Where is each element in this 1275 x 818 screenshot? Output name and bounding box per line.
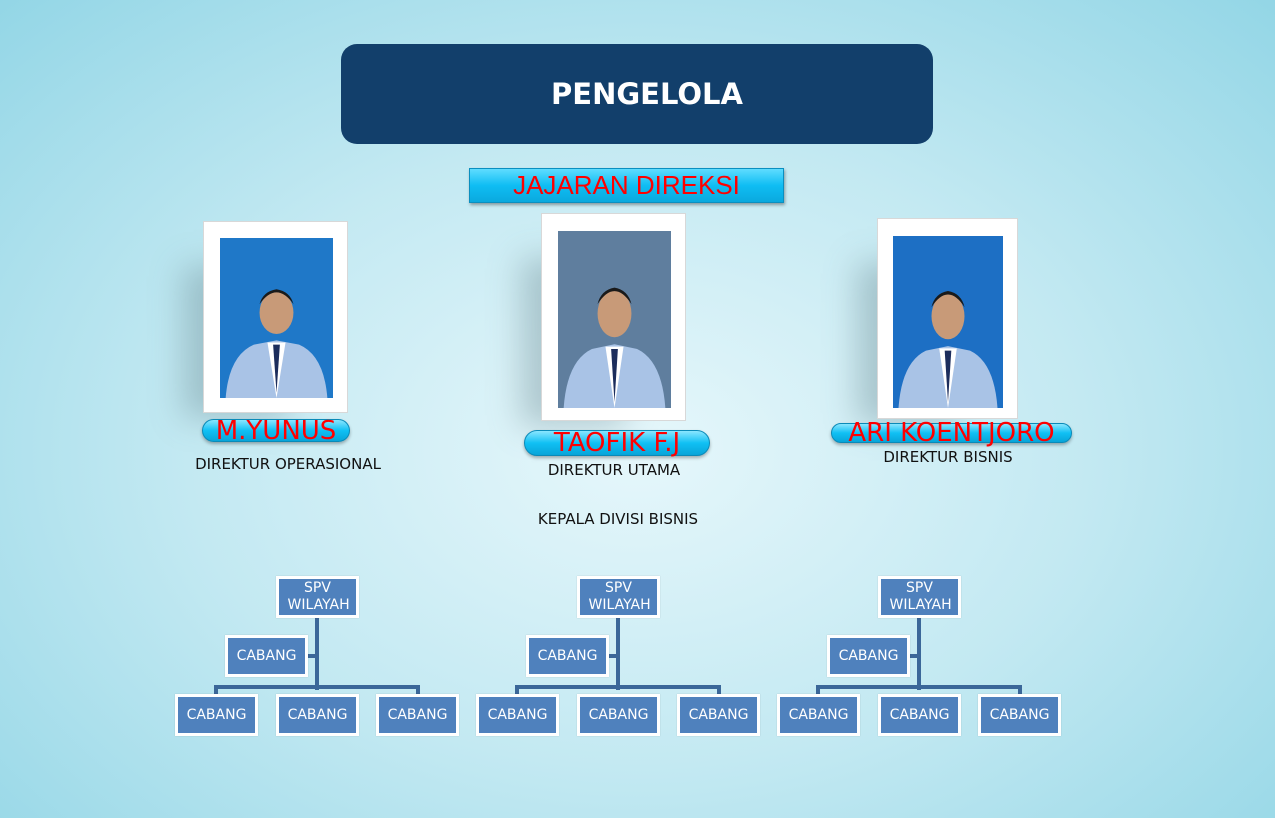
photo-frame-yunus (203, 221, 348, 413)
branch-label: CABANG (537, 647, 598, 664)
branch-label: CABANG (588, 706, 649, 723)
branch-label: CABANG (236, 647, 297, 664)
portrait-taofik (558, 231, 671, 408)
page-title: PENGELOLA (341, 44, 933, 144)
name-badge: TAOFIK F.J (524, 430, 710, 456)
connector-line (816, 685, 820, 695)
spv-box: SPV WILAYAH (878, 576, 961, 618)
connector-line (616, 618, 620, 690)
branch-box: CABANG (376, 694, 459, 736)
person-silhouette-icon (898, 291, 998, 408)
connector-line (908, 654, 918, 658)
photo-frame-ari (877, 218, 1018, 419)
spv-label: SPV WILAYAH (287, 580, 350, 613)
name-badge: ARI KOENTJORO (831, 420, 1072, 446)
person-silhouette-icon (225, 289, 328, 398)
section-banner: JAJARAN DIREKSI (469, 168, 784, 203)
connector-line (214, 685, 218, 695)
photo-frame-taofik (541, 213, 686, 421)
branch-label: CABANG (989, 706, 1050, 723)
branch-box: CABANG (225, 635, 308, 677)
spv-label: SPV WILAYAH (889, 580, 952, 613)
connector-line (315, 618, 319, 690)
branch-box: CABANG (677, 694, 760, 736)
branch-box: CABANG (978, 694, 1061, 736)
connector-line (306, 654, 316, 658)
branch-box: CABANG (577, 694, 660, 736)
spv-box: SPV WILAYAH (276, 576, 359, 618)
branch-label: CABANG (688, 706, 749, 723)
connector-line (1018, 685, 1022, 695)
spv-box: SPV WILAYAH (577, 576, 660, 618)
connector-line (917, 618, 921, 690)
connector-line (416, 685, 420, 695)
branch-label: CABANG (838, 647, 899, 664)
branch-box: CABANG (878, 694, 961, 736)
branch-label: CABANG (788, 706, 849, 723)
branch-box: CABANG (777, 694, 860, 736)
spv-label: SPV WILAYAH (588, 580, 651, 613)
role-label: DIREKTUR BISNIS (883, 448, 1013, 466)
person-silhouette-icon (563, 287, 666, 408)
branch-box: CABANG (476, 694, 559, 736)
role-label: DIREKTUR UTAMA (547, 461, 681, 479)
connector-line (607, 654, 617, 658)
division-label: KEPALA DIVISI BISNIS (537, 510, 699, 528)
connector-line (717, 685, 721, 695)
name-badge: M.YUNUS (202, 418, 350, 444)
branch-label: CABANG (889, 706, 950, 723)
branch-label: CABANG (387, 706, 448, 723)
connector-line (515, 685, 519, 695)
branch-label: CABANG (487, 706, 548, 723)
role-label: DIREKTUR OPERASIONAL (195, 455, 381, 473)
connector-line (214, 685, 420, 689)
connector-line (515, 685, 721, 689)
branch-box: CABANG (526, 635, 609, 677)
connector-line (816, 685, 1022, 689)
portrait-yunus (220, 238, 333, 398)
branch-box: CABANG (827, 635, 910, 677)
branch-box: CABANG (175, 694, 258, 736)
branch-label: CABANG (287, 706, 348, 723)
branch-label: CABANG (186, 706, 247, 723)
portrait-ari (893, 236, 1003, 408)
branch-box: CABANG (276, 694, 359, 736)
